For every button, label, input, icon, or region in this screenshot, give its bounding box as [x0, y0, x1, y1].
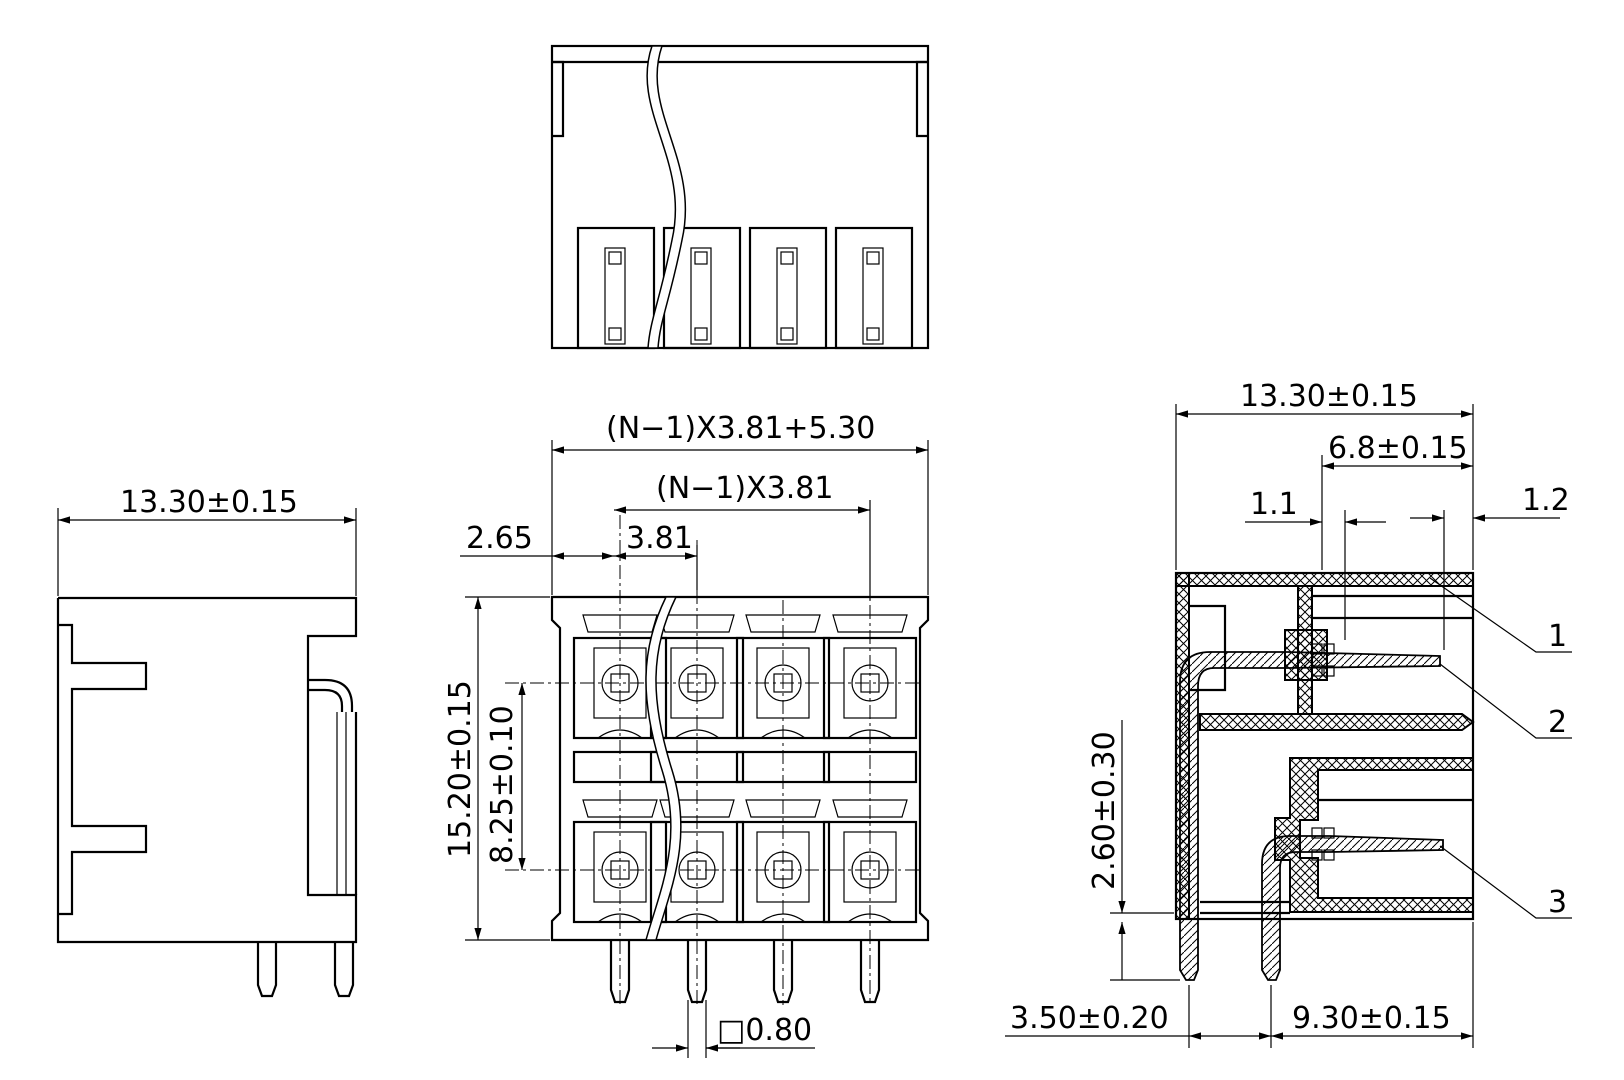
dim-edge-offset: 2.65 — [466, 521, 533, 556]
callout-1: 1 — [1548, 619, 1567, 654]
callout-2: 2 — [1548, 705, 1567, 740]
front-pins — [609, 940, 881, 1004]
top-view — [550, 44, 930, 350]
dim-contact-depth: 6.8±0.15 — [1328, 431, 1468, 466]
callout-3: 3 — [1548, 885, 1567, 920]
dim-height-total: 15.20±0.15 — [443, 680, 478, 858]
dim-pin-to-face: 9.30±0.15 — [1292, 1001, 1451, 1036]
dimension-labels: 13.30±0.15 (N−1)X3.81+5.30 (N−1)X3.81 2.… — [120, 379, 1570, 1048]
section-view — [1174, 571, 1475, 981]
dim-pin-offset: 3.50±0.20 — [1010, 1001, 1169, 1036]
dim-pin-square: □0.80 — [717, 1013, 812, 1048]
dim-pin-standoff: 2.60±0.30 — [1087, 731, 1122, 890]
left-pin-2 — [333, 942, 355, 998]
dim-small-left: 1.1 — [1250, 487, 1298, 522]
front-break-line — [645, 596, 682, 941]
top-break-line — [646, 45, 687, 349]
dim-left-width: 13.30±0.15 — [120, 485, 298, 520]
dim-row-spacing: 8.25±0.10 — [485, 705, 520, 864]
dimension-lines — [57, 404, 1572, 1058]
dim-front-overall: (N−1)X3.81+5.30 — [606, 411, 875, 446]
front-view — [505, 515, 930, 1005]
dim-section-width: 13.30±0.15 — [1240, 379, 1418, 414]
top-slots — [576, 226, 914, 350]
dim-front-pitch-span: (N−1)X3.81 — [656, 471, 833, 506]
front-cells — [572, 614, 918, 924]
left-side-view — [56, 596, 358, 998]
dim-pitch: 3.81 — [626, 521, 693, 556]
left-pin-1 — [256, 942, 278, 998]
dim-small-right: 1.2 — [1522, 483, 1570, 518]
